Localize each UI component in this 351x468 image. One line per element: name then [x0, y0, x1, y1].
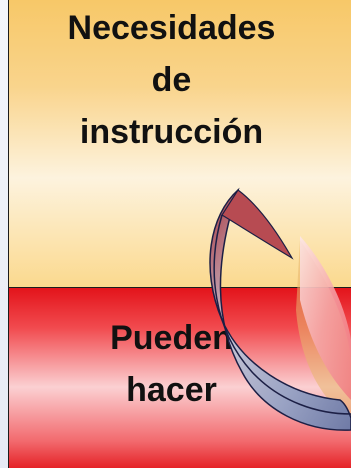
can-do-label: Pueden hacer: [110, 319, 233, 409]
instruction-needs-label: Necesidades de instrucción: [67, 9, 276, 151]
